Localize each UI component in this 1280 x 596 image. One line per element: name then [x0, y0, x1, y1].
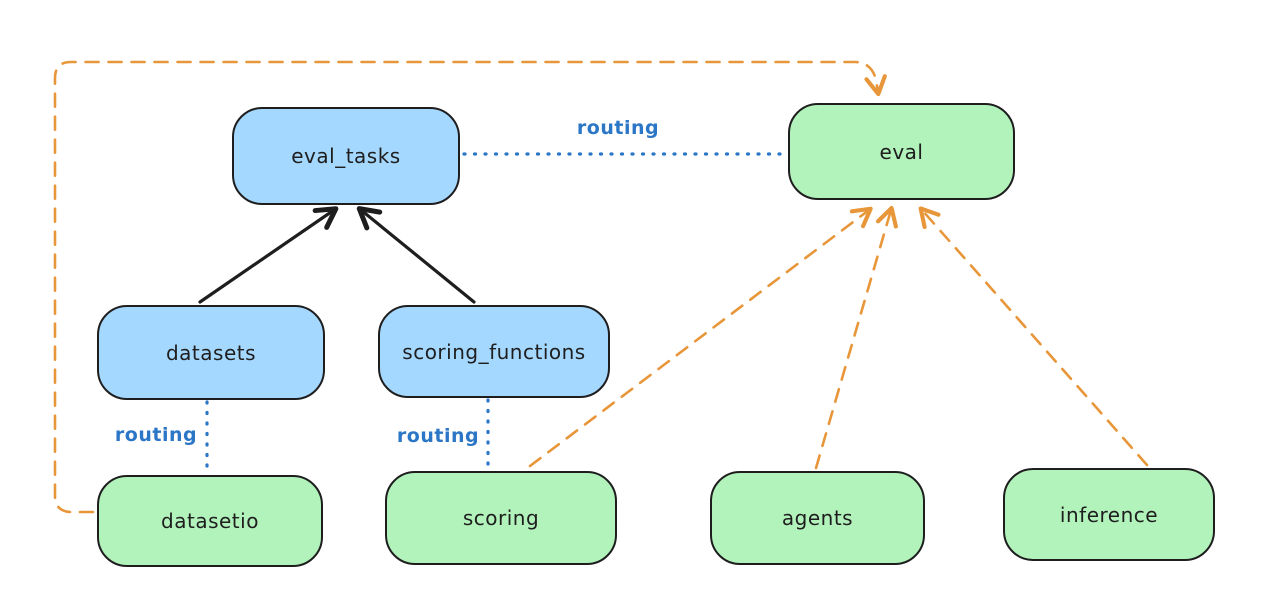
edge-datasetio-to-eval	[53, 60, 887, 514]
node-eval-tasks-label: eval_tasks	[291, 144, 401, 168]
edge-agents-to-eval	[814, 205, 898, 470]
edge-scoring-to-eval	[528, 206, 873, 468]
node-scoring-functions-label: scoring_functions	[402, 339, 586, 364]
edge-inference-to-eval	[918, 206, 1149, 467]
edge-label-routing-scoring-functions-scoring: routing	[396, 425, 480, 447]
node-scoring-functions: scoring_functions	[378, 305, 610, 398]
edge-label-routing-eval-tasks-eval: routing	[576, 117, 660, 139]
node-datasets: datasets	[97, 305, 325, 400]
node-agents: agents	[710, 471, 925, 565]
node-eval-tasks: eval_tasks	[232, 107, 460, 205]
node-inference: inference	[1003, 468, 1215, 561]
node-eval: eval	[788, 103, 1015, 200]
node-datasets-label: datasets	[165, 340, 257, 365]
edge-datasets-to-eval-tasks	[198, 206, 339, 304]
node-datasetio-label: datasetio	[161, 509, 259, 533]
node-scoring: scoring	[385, 471, 617, 565]
node-scoring-label: scoring	[462, 506, 540, 530]
edge-scoring-functions-to-eval-tasks	[356, 206, 476, 304]
node-inference-label: inference	[1059, 502, 1159, 527]
node-agents-label: agents	[781, 506, 854, 530]
node-eval-label: eval	[879, 139, 924, 164]
edge-label-routing-datasets-datasetio: routing	[114, 424, 198, 446]
node-datasetio: datasetio	[97, 475, 323, 567]
